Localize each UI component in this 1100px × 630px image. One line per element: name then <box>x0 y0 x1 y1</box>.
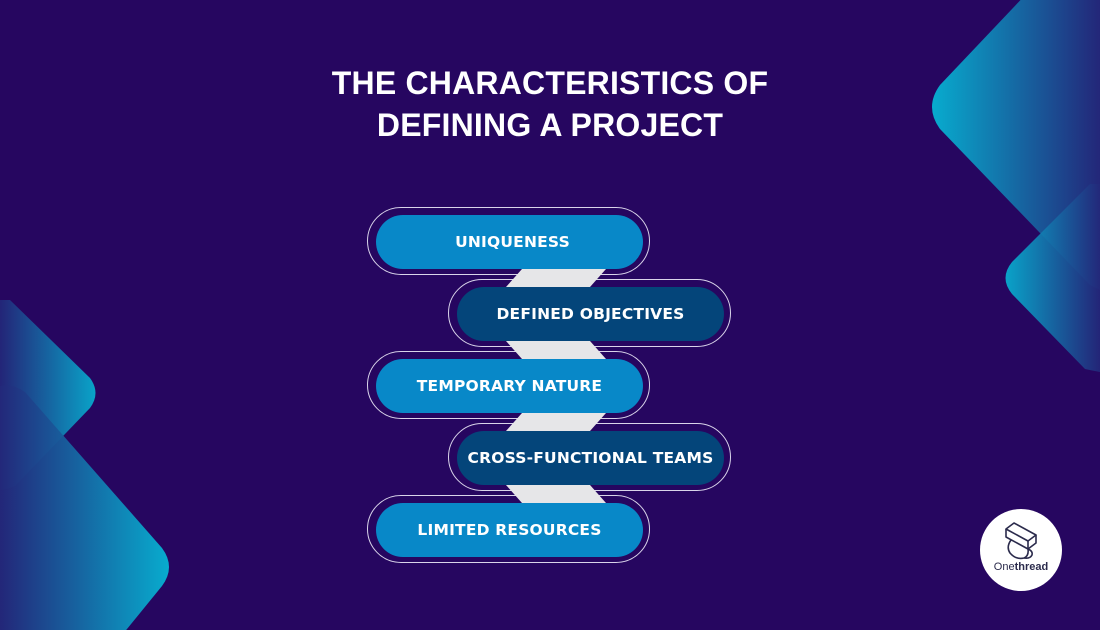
title-line-1: THE CHARACTERISTICS OF <box>331 65 769 101</box>
onethread-logo: Onethread <box>980 509 1062 591</box>
diamond-left-large <box>0 385 169 630</box>
item-label: LIMITED RESOURCES <box>417 521 602 539</box>
diamond-right-small <box>1005 184 1100 372</box>
page-title: THE CHARACTERISTICS OF DEFINING A PROJEC… <box>0 62 1100 146</box>
item-label: UNIQUENESS <box>455 233 570 251</box>
item-label: CROSS-FUNCTIONAL TEAMS <box>467 449 714 467</box>
item-limited-resources: LIMITED RESOURCES <box>376 503 643 557</box>
title-line-2: DEFINING A PROJECT <box>376 107 724 143</box>
item-uniqueness: UNIQUENESS <box>376 215 643 269</box>
item-cross-functional-teams: CROSS-FUNCTIONAL TEAMS <box>457 431 724 485</box>
logo-text: Onethread <box>993 561 1049 573</box>
item-defined-objectives: DEFINED OBJECTIVES <box>457 287 724 341</box>
item-temporary-nature: TEMPORARY NATURE <box>376 359 643 413</box>
item-label: DEFINED OBJECTIVES <box>496 305 685 323</box>
onethread-logo-icon <box>1005 522 1037 560</box>
item-label: TEMPORARY NATURE <box>416 377 603 395</box>
